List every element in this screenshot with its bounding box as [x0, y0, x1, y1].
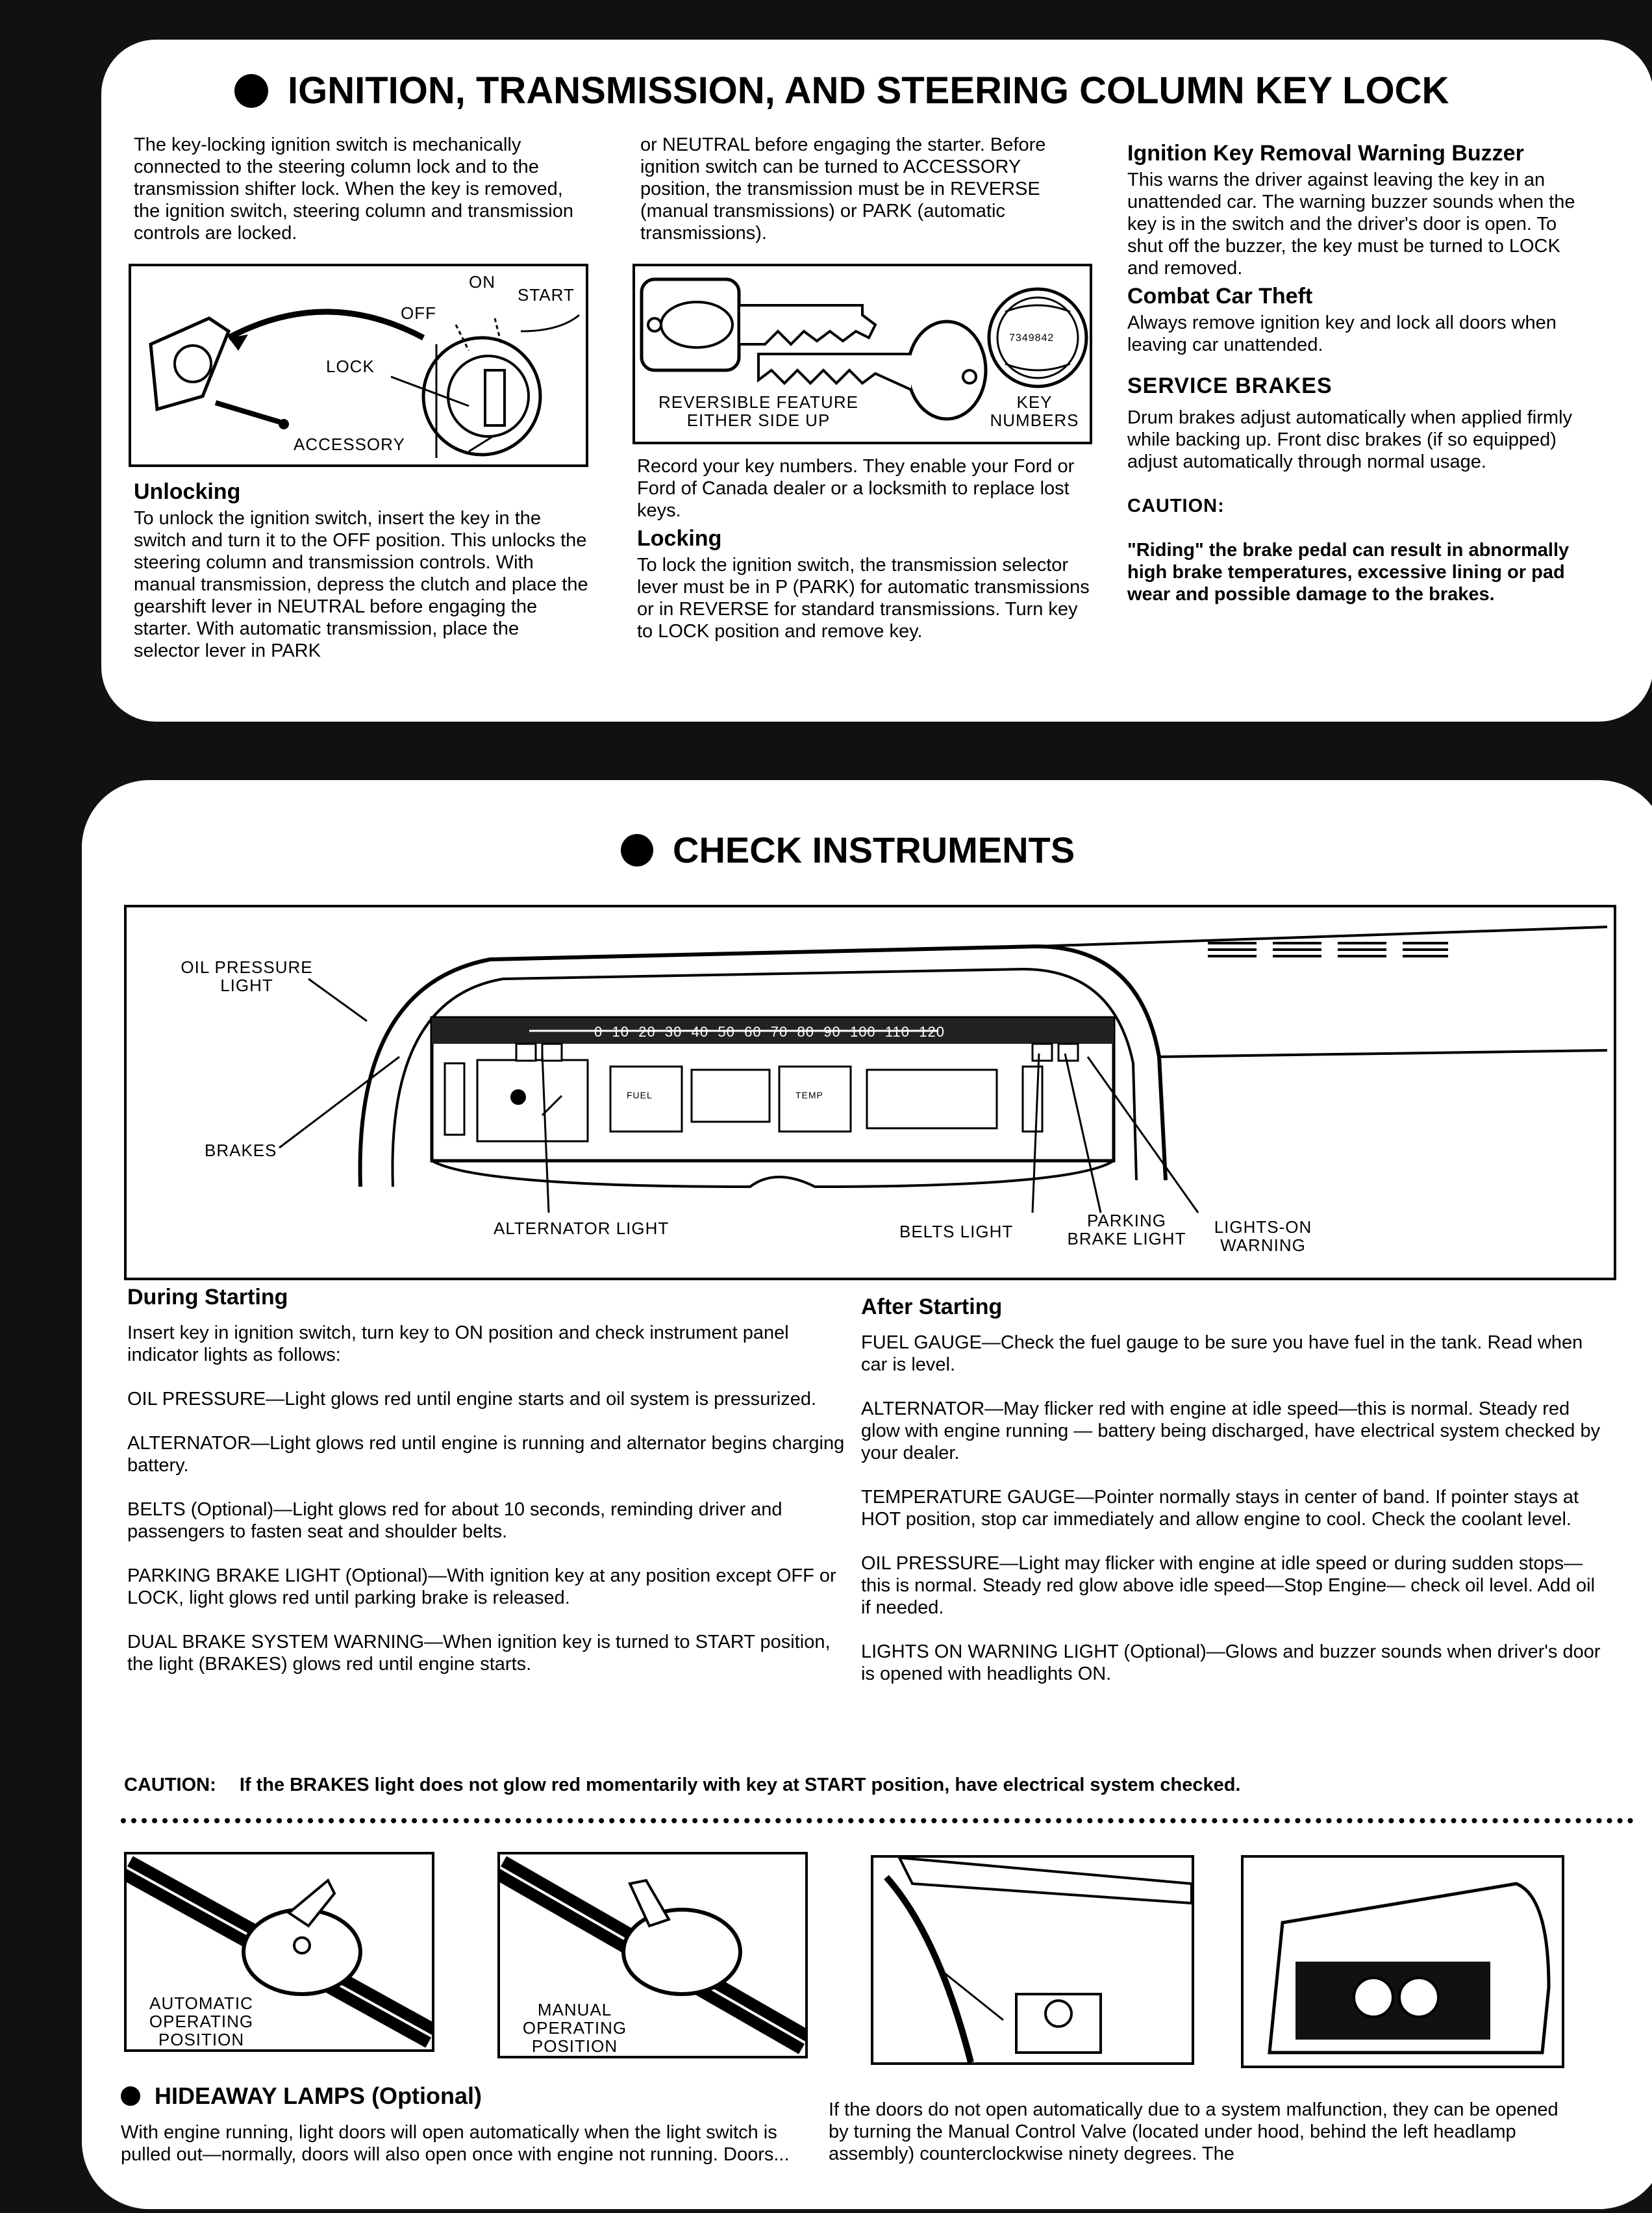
after-item-alternator: ALTERNATOR—May flicker red with engine a…: [861, 1398, 1601, 1463]
bullet-icon: [234, 73, 268, 108]
headlamp-door-illustration: [1241, 1855, 1564, 2068]
after-starting-heading: After Starting: [861, 1295, 1003, 1319]
hideaway-right-text: If the doors do not open automatically d…: [829, 2099, 1558, 2164]
section-heading-ignition: IGNITION, TRANSMISSION, AND STEERING COL…: [234, 69, 1449, 112]
during-item-alternator: ALTERNATOR—Light glows red until engine …: [127, 1433, 845, 1476]
after-item-oil: OIL PRESSURE—Light may flicker with engi…: [861, 1553, 1596, 1618]
valve-manual-drawing: [500, 1856, 805, 2055]
under-hood-drawing: [884, 1858, 1192, 2062]
after-item-lights-on: LIGHTS ON WARNING LIGHT (Optional)—Glows…: [861, 1641, 1601, 1684]
bullet-icon: [621, 833, 653, 866]
after-item-temperature: TEMPERATURE GAUGE—Pointer normally stays…: [861, 1487, 1579, 1530]
section-heading-hideaway: HIDEAWAY LAMPS (Optional): [121, 2082, 482, 2110]
label-automatic-position: AUTOMATIC OPERATING POSITION: [140, 1994, 263, 2049]
automatic-position-illustration: AUTOMATIC OPERATING POSITION: [124, 1852, 434, 2052]
speedometer-scale: 0 10 20 30 40 50 60 70 80 90 100 110 120: [594, 1024, 945, 1040]
during-item-parking-brake: PARKING BRAKE LIGHT (Optional)—With igni…: [127, 1565, 836, 1608]
buzzer-text: This warns the driver against leaving th…: [1127, 170, 1575, 279]
instruments-section: CHECK INSTRUMENTS: [78, 776, 1652, 2213]
key-illustration: [640, 277, 1088, 421]
section-heading-instruments: CHECK INSTRUMENTS: [621, 829, 1075, 871]
during-item-dual-brake: DUAL BRAKE SYSTEM WARNING—When ignition …: [127, 1632, 831, 1675]
locking-column: Record your key numbers. They enable you…: [637, 455, 1092, 642]
ignition-section: IGNITION, TRANSMISSION, AND STEERING COL…: [97, 36, 1652, 726]
label-off: OFF: [401, 303, 436, 323]
label-lights-on-warning: LIGHTS-ON WARNING: [1214, 1217, 1312, 1255]
locking-heading: Locking: [637, 526, 722, 551]
label-accessory: ACCESSORY: [294, 435, 405, 454]
locking-text: To lock the ignition switch, the transmi…: [637, 555, 1090, 642]
label-key-numbers: KEY NUMBERS: [990, 392, 1079, 430]
label-alternator-light: ALTERNATOR LIGHT: [494, 1219, 670, 1238]
during-item-oil: OIL PRESSURE—Light glows red until engin…: [127, 1389, 817, 1410]
shifter-text: or NEUTRAL before engaging the starter. …: [640, 134, 1046, 244]
service-brakes-text: Drum brakes adjust automatically when ap…: [1127, 407, 1573, 472]
during-starting-heading: During Starting: [127, 1285, 288, 1309]
section-title: CHECK INSTRUMENTS: [673, 829, 1075, 870]
temp-gauge-label: TEMP: [795, 1090, 823, 1100]
unlocking-column: Unlocking To unlock the ignition switch,…: [134, 475, 588, 662]
manual-control-valve-location: [871, 1855, 1194, 2065]
label-on: ON: [469, 272, 495, 292]
headlamp-drawing: [1268, 1882, 1551, 2055]
column-2: or NEUTRAL before engaging the starter. …: [640, 134, 1082, 244]
key-number: 7349842: [1009, 333, 1055, 344]
instrument-panel-diagram: 0 10 20 30 40 50 60 70 80 90 100 110 120…: [124, 905, 1616, 1280]
label-start: START: [518, 285, 575, 305]
manual-position-illustration: MANUAL OPERATING POSITION: [497, 1852, 808, 2058]
key-diagram: 7349842 REVERSIBLE FEATURE EITHER SIDE U…: [632, 264, 1092, 444]
valve-automatic-drawing: [127, 1856, 432, 2048]
section-title: IGNITION, TRANSMISSION, AND STEERING COL…: [288, 70, 1449, 112]
during-item-belts: BELTS (Optional)—Light glows red for abo…: [127, 1499, 782, 1542]
column-3: Ignition Key Removal Warning Buzzer This…: [1127, 140, 1575, 605]
theft-heading: Combat Car Theft: [1127, 284, 1313, 309]
ignition-switch-diagram: ON START OFF LOCK ACCESSORY: [129, 264, 588, 467]
instrument-cluster-illustration: [279, 926, 1608, 1213]
brake-caution-text: "Riding" the brake pedal can result in a…: [1127, 540, 1570, 605]
after-item-fuel: FUEL GAUGE—Check the fuel gauge to be su…: [861, 1332, 1583, 1375]
label-reversible-feature: REVERSIBLE FEATURE EITHER SIDE UP: [658, 392, 858, 430]
intro-text: The key-locking ignition switch is mecha…: [134, 134, 573, 244]
caution-label: CAUTION:: [124, 1775, 216, 1795]
unlocking-heading: Unlocking: [134, 479, 241, 504]
caution-text: If the BRAKES light does not glow red mo…: [239, 1775, 1241, 1795]
brakes-light-caution: CAUTION: If the BRAKES light does not gl…: [124, 1774, 1618, 1796]
unlocking-text: To unlock the ignition switch, insert th…: [134, 508, 588, 661]
service-brakes-heading: SERVICE BRAKES: [1127, 373, 1333, 398]
hideaway-left-text: With engine running, light doors will op…: [121, 2122, 790, 2165]
brake-caution-heading: CAUTION:: [1127, 496, 1225, 516]
ignition-switch-illustration: [149, 309, 580, 458]
theft-text: Always remove ignition key and lock all …: [1127, 312, 1557, 355]
during-intro: Insert key in ignition switch, turn key …: [127, 1322, 789, 1365]
label-brakes: BRAKES: [205, 1141, 277, 1160]
buzzer-heading: Ignition Key Removal Warning Buzzer: [1127, 141, 1524, 166]
during-starting-column: During Starting Insert key in ignition s…: [127, 1280, 861, 1675]
dotted-divider: [121, 1818, 1634, 1823]
label-manual-position: MANUAL OPERATING POSITION: [513, 2001, 636, 2055]
label-oil-pressure-light: OIL PRESSURE LIGHT: [181, 957, 313, 995]
label-belts-light: BELTS LIGHT: [899, 1222, 1014, 1241]
label-parking-brake-light: PARKING BRAKE LIGHT: [1067, 1211, 1186, 1248]
label-lock: LOCK: [326, 357, 375, 376]
fuel-gauge-label: FUEL: [627, 1090, 653, 1100]
record-keys-text: Record your key numbers. They enable you…: [637, 456, 1075, 521]
bullet-icon: [121, 2086, 140, 2106]
after-starting-column: After Starting FUEL GAUGE—Check the fuel…: [861, 1290, 1601, 1685]
intro-column: The key-locking ignition switch is mecha…: [134, 134, 582, 244]
section-title: HIDEAWAY LAMPS (Optional): [155, 2082, 482, 2109]
